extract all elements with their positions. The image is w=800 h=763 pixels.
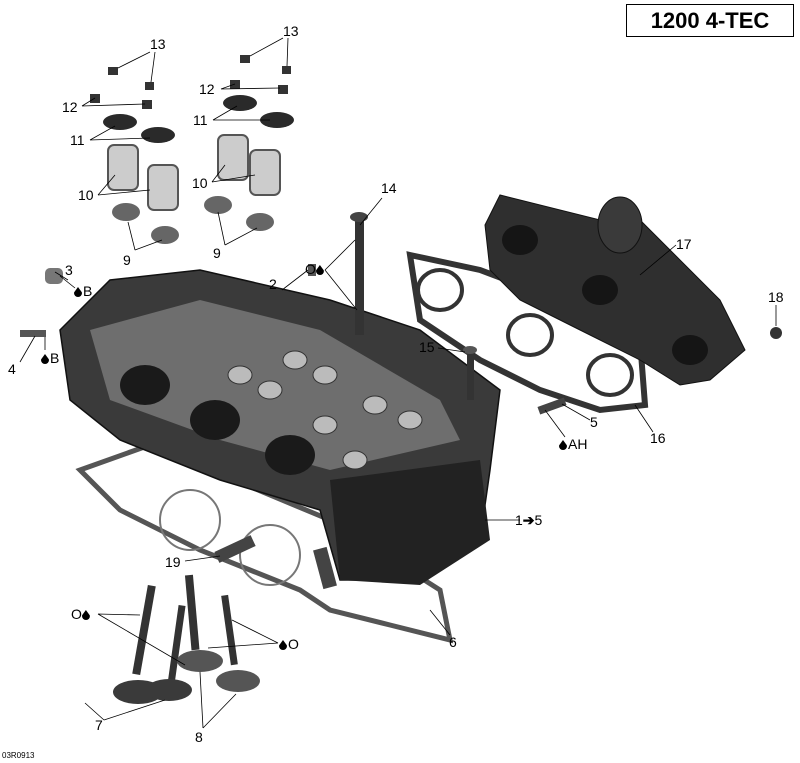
callout-1-to-5: 1➔5 <box>515 513 542 527</box>
callout-12: 12 <box>199 81 215 97</box>
callout-15: 15 <box>419 339 435 355</box>
oil-drop-icon <box>279 640 287 650</box>
callout-17: 17 <box>676 236 692 252</box>
callout-4: 4 <box>8 361 16 377</box>
callout-13: 13 <box>283 23 299 39</box>
callout-12: 12 <box>62 99 78 115</box>
callout-10: 10 <box>192 175 208 191</box>
callout-9: 9 <box>123 252 131 268</box>
range-start: 1 <box>515 512 523 528</box>
range-end: 5 <box>534 512 543 528</box>
oil-drop-icon <box>559 440 567 450</box>
lubricant-code: O <box>71 606 82 622</box>
oil-drop-icon <box>81 610 90 620</box>
leader-lines <box>19 37 777 729</box>
callout-3: 3 <box>65 262 73 278</box>
callout-2: 2 <box>269 276 277 292</box>
callout-8-note: O <box>279 637 299 651</box>
callout-5-note: AH <box>559 437 587 451</box>
lubricant-code: AH <box>568 436 588 452</box>
callout-6: 6 <box>449 634 457 650</box>
callout-13: 13 <box>150 36 166 52</box>
callout-9: 9 <box>213 245 221 261</box>
oil-drop-icon <box>41 354 49 364</box>
lubricant-code: O <box>288 636 299 652</box>
callout-7-note: O <box>71 607 91 621</box>
lubricant-code: B <box>50 350 60 366</box>
callout-7: 7 <box>95 717 103 733</box>
model-title: 1200 4-TEC <box>626 4 794 37</box>
oil-drop-icon <box>74 287 82 297</box>
callout-19: 19 <box>165 554 181 570</box>
oil-drop-icon <box>315 265 324 275</box>
callout-11: 11 <box>193 112 208 128</box>
callout-10: 10 <box>78 187 94 203</box>
callout-3-note: B <box>74 284 92 298</box>
callout-16: 16 <box>650 430 666 446</box>
arrow-right-icon: ➔ <box>522 512 535 528</box>
callout-11: 11 <box>70 132 85 148</box>
callout-14-note: O <box>305 262 325 276</box>
callout-8: 8 <box>195 729 203 745</box>
lubricant-code: O <box>305 261 316 277</box>
callout-5: 5 <box>590 414 598 430</box>
lubricant-code: B <box>83 283 93 299</box>
diagram-reference: 03R0913 <box>2 751 35 760</box>
callout-4-note: B <box>41 351 59 365</box>
callout-18: 18 <box>768 289 784 305</box>
callout-14: 14 <box>381 180 397 196</box>
